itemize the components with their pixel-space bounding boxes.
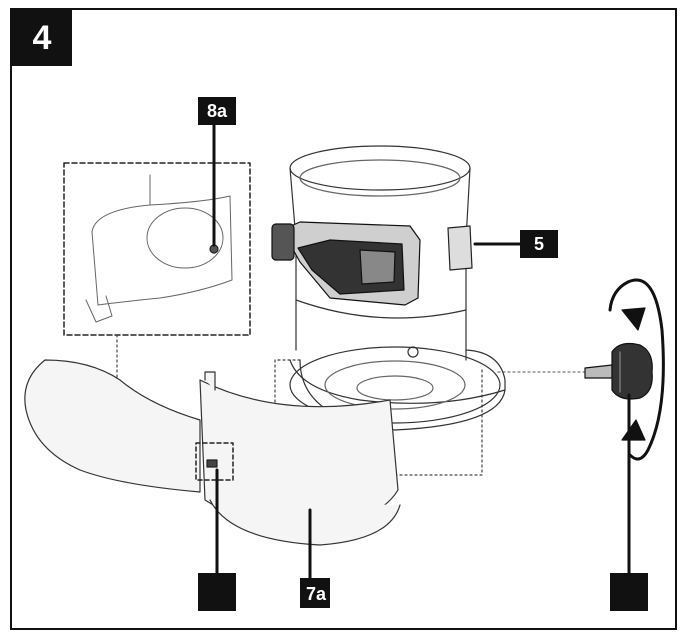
connector-base-right — [395, 369, 483, 476]
detail-inset-frame — [63, 162, 251, 336]
arrow-head-top — [621, 307, 646, 331]
callout-7a: 7a — [300, 578, 330, 608]
release-tab — [447, 225, 473, 271]
locking-knob — [584, 342, 653, 400]
hood-detail-box — [195, 442, 234, 481]
figure-frame — [10, 8, 677, 630]
callout-8a: 8a — [198, 97, 236, 125]
callout-blank-left — [198, 573, 236, 611]
clamp-lever — [271, 221, 421, 306]
hood-screw — [206, 459, 218, 468]
figure-number: 4 — [12, 10, 72, 66]
dust-hood — [24, 359, 401, 546]
callout-5: 5 — [520, 230, 558, 258]
rotation-arrow — [608, 278, 665, 461]
detail-hood-sketch — [85, 174, 233, 323]
arrow-head-bottom — [621, 419, 646, 441]
callout-blank-right — [610, 573, 648, 611]
